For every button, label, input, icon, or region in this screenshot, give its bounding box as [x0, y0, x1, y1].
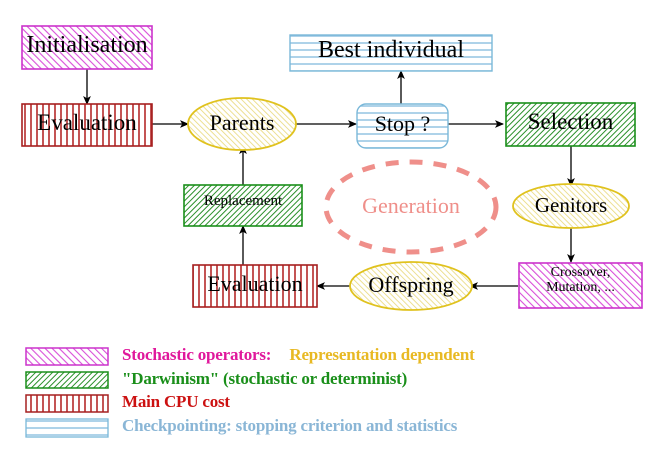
node-evaluation-top[interactable] — [21, 103, 153, 147]
node-offspring[interactable] — [349, 261, 473, 311]
node-stop[interactable] — [356, 103, 449, 149]
node-crossover-mutation[interactable] — [518, 262, 643, 309]
node-evaluation-bottom[interactable] — [192, 264, 318, 308]
legend-row-3: Main CPU cost — [122, 392, 230, 411]
legend-swatch-green-hatch — [25, 371, 109, 389]
node-replacement[interactable] — [183, 184, 303, 227]
node-genitors[interactable] — [512, 183, 630, 229]
node-best-individual[interactable] — [289, 34, 493, 72]
legend-row-4: Checkpointing: stopping criterion and st… — [122, 416, 458, 435]
legend-label-stochastic-operators: Stochastic operators: — [122, 345, 272, 364]
edge-group — [83, 69, 575, 290]
legend-label-representation-dependent: Representation dependent — [289, 345, 475, 364]
node-generation-cycle — [323, 159, 499, 255]
legend-swatch-blue-horizontal — [25, 418, 109, 438]
node-parents[interactable] — [187, 97, 297, 151]
legend-row-2: "Darwinism" (stochastic or determinist) — [122, 369, 408, 388]
legend-swatch-magenta-hatch — [25, 347, 109, 366]
node-initialisation[interactable] — [21, 25, 153, 70]
node-selection[interactable] — [505, 102, 636, 147]
legend-swatch-red-vertical — [25, 394, 109, 413]
legend-row-1: Stochastic operators: Representation dep… — [122, 345, 475, 365]
